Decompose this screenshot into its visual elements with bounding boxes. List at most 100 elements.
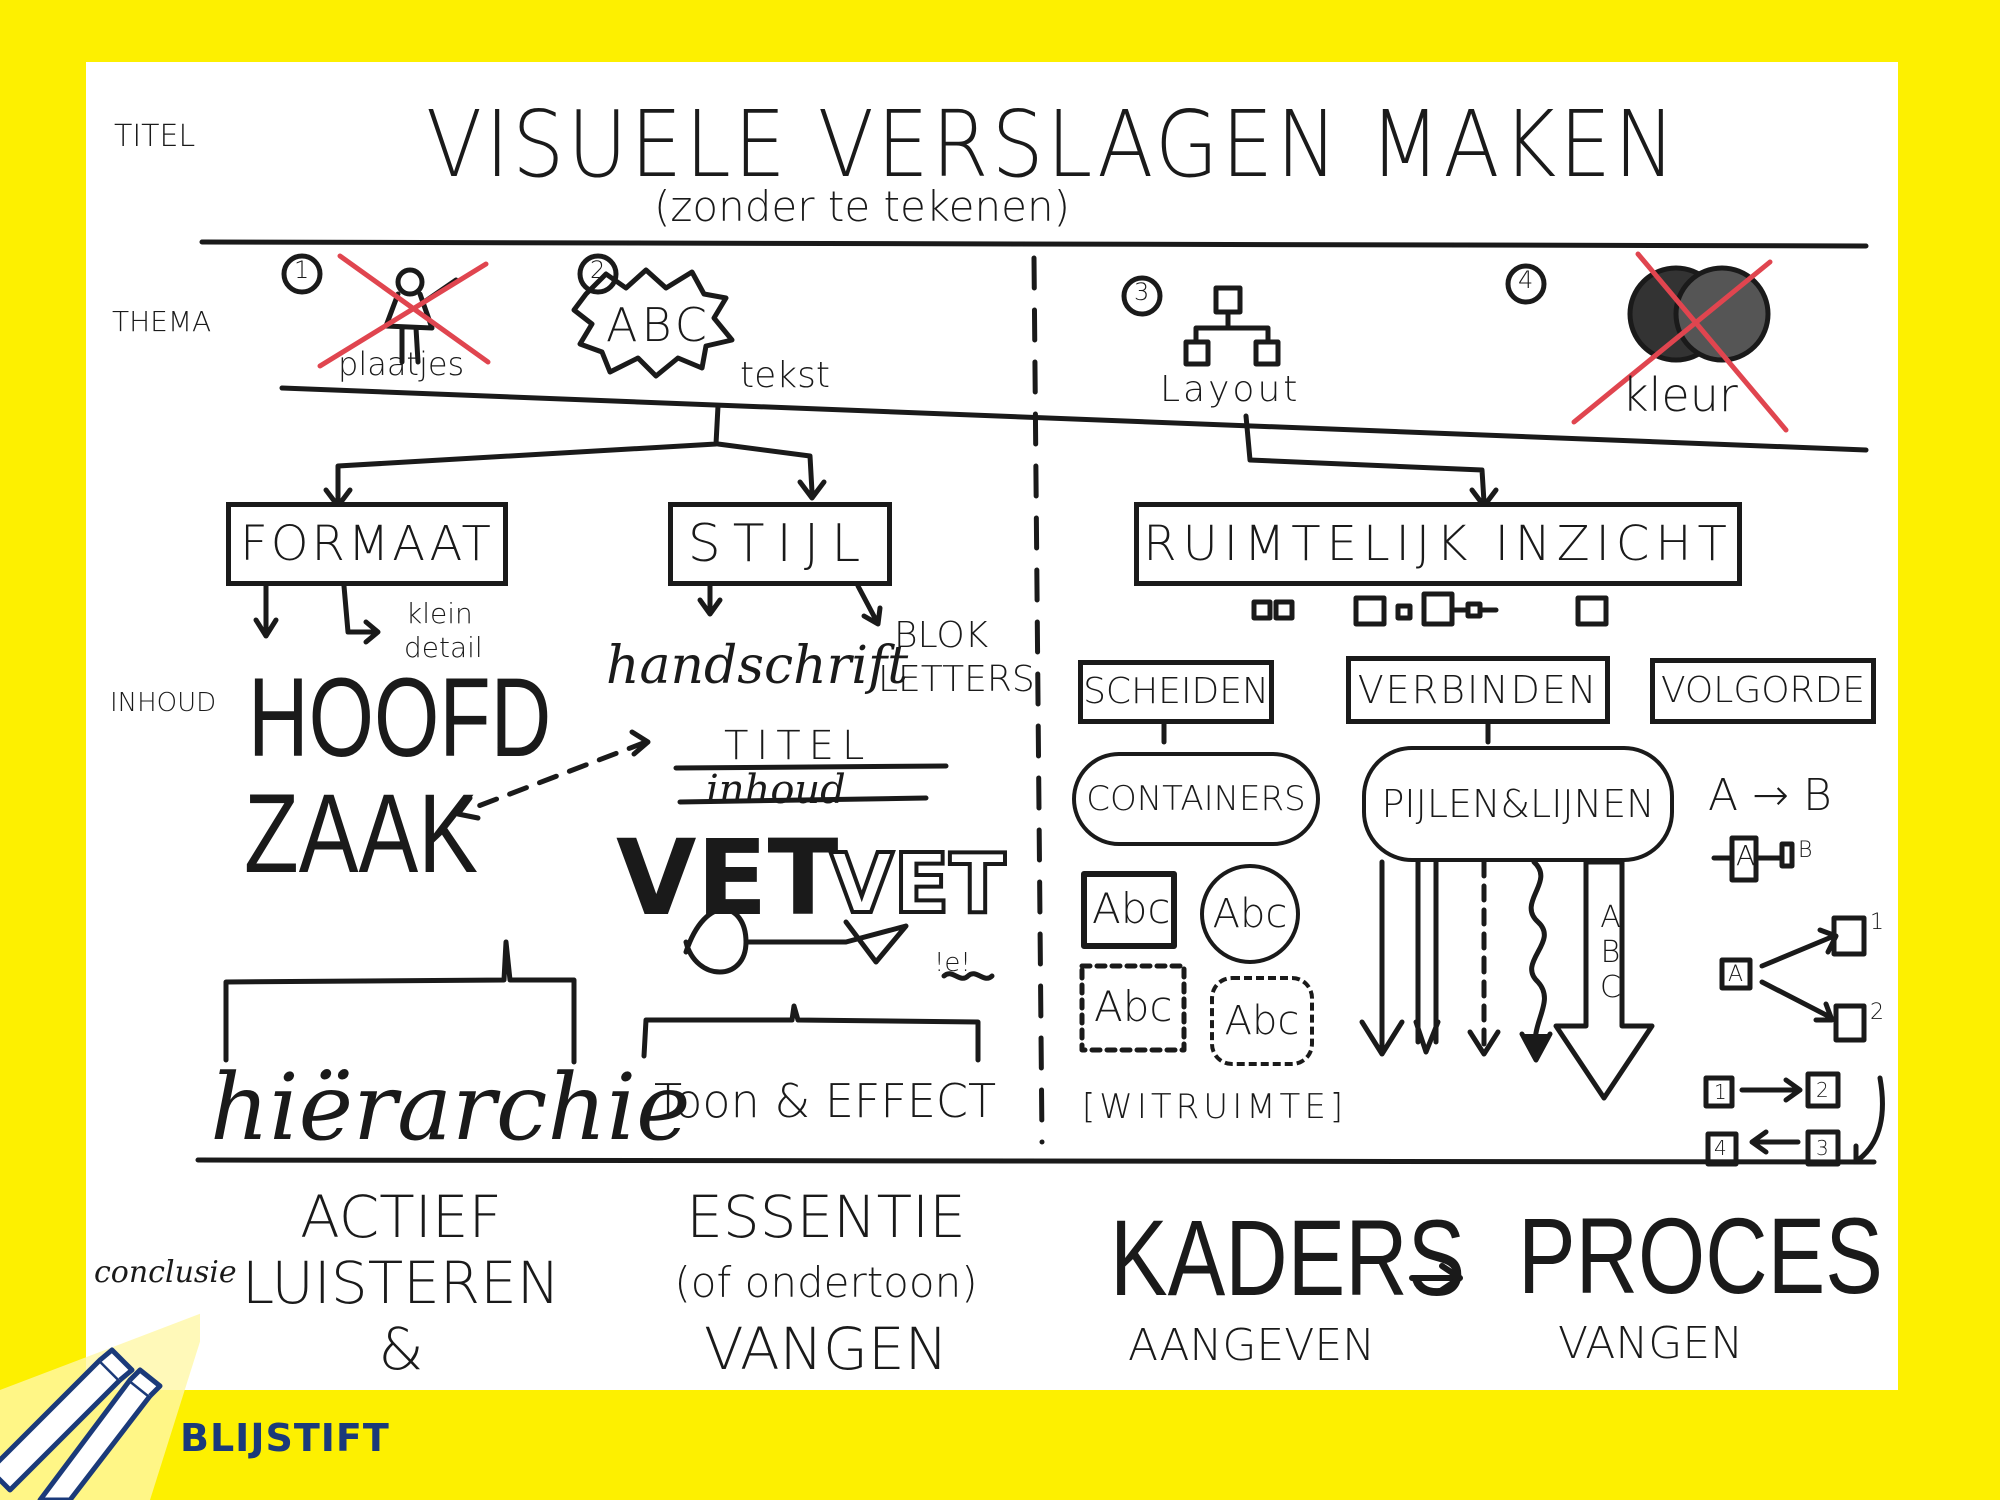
stijl-blok: BLOK bbox=[894, 615, 989, 656]
theme-3-label: Layout bbox=[1160, 369, 1301, 410]
seq-label-a: A bbox=[1728, 962, 1744, 987]
layout-node-left bbox=[1183, 339, 1211, 367]
theme-1-number: 1 bbox=[294, 256, 310, 284]
conclusion-1-line-3: & FILTEREN bbox=[267, 1315, 534, 1390]
container-dashed bbox=[1079, 963, 1187, 1053]
formaat-big-zaak: ZAAK bbox=[244, 771, 479, 896]
page-subtitle: (zonder te tekenen) bbox=[654, 182, 1070, 231]
verbinden-label: VERBINDEN bbox=[1357, 668, 1599, 712]
witruimte-label: [WITRUIMTE] bbox=[1082, 1087, 1348, 1127]
conclusion-arrow bbox=[1409, 1263, 1463, 1293]
abc-cloud-container: Abc bbox=[1200, 864, 1300, 964]
stijl-titel: TITEL bbox=[724, 723, 873, 769]
arrow-double-line bbox=[1413, 859, 1441, 1055]
inhoud-strike bbox=[677, 795, 929, 805]
volgorde-box: VOLGORDE bbox=[1650, 658, 1876, 724]
stijl-box: STIJL bbox=[668, 502, 892, 586]
arrow-to-stijl bbox=[715, 441, 827, 501]
stijl-box-label: STIJL bbox=[687, 514, 873, 574]
label-conclusie: conclusie bbox=[94, 1255, 237, 1290]
arrow-block bbox=[1553, 859, 1655, 1101]
label-inhoud: INHOUD bbox=[110, 688, 217, 718]
formaat-box: FORMAAT bbox=[226, 502, 508, 586]
arrow-solid bbox=[1359, 859, 1405, 1057]
brand-logo: BLIJSTIFT bbox=[180, 1416, 390, 1460]
stijl-toon-effect: Toon & EFFECT bbox=[654, 1074, 997, 1128]
abc-solid: Abc bbox=[1092, 884, 1171, 933]
layout-node-right bbox=[1253, 339, 1281, 367]
theme-number-circle-2 bbox=[577, 253, 619, 295]
theme-1-label: plaatjes bbox=[338, 345, 465, 383]
seq-label-a-top: A bbox=[1736, 839, 1756, 872]
dashed-arrow-titel-to-hoofdzaak bbox=[465, 739, 649, 813]
arrow-to-formaat bbox=[323, 403, 721, 509]
abc-burst-container: Abc bbox=[1210, 976, 1314, 1066]
seq-step-1: 1 bbox=[1714, 1080, 1727, 1104]
conclusion-1-line-2: LUISTEREN bbox=[241, 1249, 561, 1317]
color-circle-right bbox=[1673, 265, 1771, 363]
theme-2-number: 2 bbox=[590, 256, 606, 284]
stijl-vet-bold: VET bbox=[616, 817, 839, 939]
abc-cloud: Abc bbox=[1212, 891, 1288, 937]
formaat-big-hoofd: HOOFD bbox=[248, 655, 552, 780]
ruimtelijk-box-label: RUIMTELIJK INZICHT bbox=[1143, 516, 1733, 572]
conclusion-1-line-1: ACTIEF bbox=[300, 1183, 502, 1251]
container-solid bbox=[1081, 871, 1177, 949]
theme-4-label: kleur bbox=[1622, 368, 1738, 422]
volgorde-label: VOLGORDE bbox=[1660, 670, 1866, 711]
conclusion-1: ACTIEF LUISTEREN & FILTEREN bbox=[236, 1184, 566, 1390]
seq-box-a bbox=[1719, 957, 1753, 991]
scheiden-box: SCHEIDEN bbox=[1078, 660, 1274, 724]
conclusion-3-small: AANGEVEN bbox=[1128, 1320, 1376, 1371]
scheiden-label: SCHEIDEN bbox=[1083, 671, 1269, 712]
abc-dashed: Abc bbox=[1094, 982, 1173, 1031]
formaat-small-detail: detail bbox=[404, 631, 483, 664]
divider-vertical-dashed bbox=[1031, 255, 1045, 1145]
layout-connectors bbox=[1193, 309, 1271, 345]
theme-number-circle-4 bbox=[1505, 263, 1547, 305]
theme-number-circle-3 bbox=[1121, 275, 1163, 317]
stijl-inhoud: inhoud bbox=[706, 767, 846, 813]
ruimtelijk-box: RUIMTELIJK INZICHT bbox=[1134, 502, 1742, 586]
conclusion-2-line-1: ESSENTIE bbox=[686, 1183, 966, 1251]
seq-step-3: 3 bbox=[1816, 1136, 1829, 1160]
divider-theme bbox=[279, 385, 1869, 453]
figure-head bbox=[395, 267, 425, 297]
stijl-handschrift: handschrift bbox=[606, 636, 909, 696]
theme-4-number: 4 bbox=[1518, 266, 1534, 294]
conclusion-3-big: KADERS bbox=[1110, 1197, 1466, 1318]
conclusion-2-line-3: VANGEN bbox=[703, 1315, 948, 1383]
conclusion-4-small: VANGEN bbox=[1558, 1318, 1744, 1369]
pijlen-cloud: PIJLEN&LIJNEN bbox=[1362, 746, 1674, 862]
stijl-exclaim: !e! bbox=[934, 948, 971, 978]
formaat-small-word: klein bbox=[406, 597, 473, 630]
abc-burst: Abc bbox=[1224, 998, 1300, 1044]
layout-node-top bbox=[1213, 285, 1243, 315]
divider-title bbox=[199, 239, 1869, 249]
divider-conclusion bbox=[195, 1157, 1869, 1165]
abc-badge-burst bbox=[571, 267, 735, 379]
pijlen-label: PIJLEN&LIJNEN bbox=[1381, 782, 1655, 826]
theme-2-badge: ABC bbox=[606, 298, 711, 352]
volgorde-a-to-b: A → B bbox=[1708, 770, 1832, 821]
arrow-stijl-blokletters bbox=[855, 583, 883, 627]
ink-drawing-layer bbox=[195, 239, 1885, 1293]
arrow-formaat-small bbox=[341, 583, 381, 645]
formaat-hierarchie: hiërarchie bbox=[210, 1054, 691, 1161]
seq-label-2: 2 bbox=[1870, 1000, 1884, 1025]
cross-plaatjes bbox=[317, 253, 491, 369]
arrow-formaat-big bbox=[253, 583, 279, 639]
titel-underline bbox=[673, 763, 949, 771]
pencil-logo-icon bbox=[0, 1313, 200, 1500]
block-arrow-text: ABC bbox=[1593, 900, 1628, 1005]
conclusion-4-big: PROCES bbox=[1518, 1195, 1883, 1316]
whiteboard-sheet: TITEL THEMA INHOUD conclusie VISUELE VER… bbox=[86, 62, 1898, 1390]
cross-kleur bbox=[1571, 251, 1789, 433]
label-thema: THEMA bbox=[112, 305, 212, 338]
stijl-letters: LETTERS bbox=[878, 659, 1035, 700]
formaat-box-label: FORMAAT bbox=[240, 516, 494, 572]
theme-3-number: 3 bbox=[1134, 278, 1150, 306]
seq-label-b-top: B bbox=[1798, 838, 1813, 863]
squiggle bbox=[941, 971, 995, 981]
containers-label: CONTAINERS bbox=[1086, 779, 1306, 819]
